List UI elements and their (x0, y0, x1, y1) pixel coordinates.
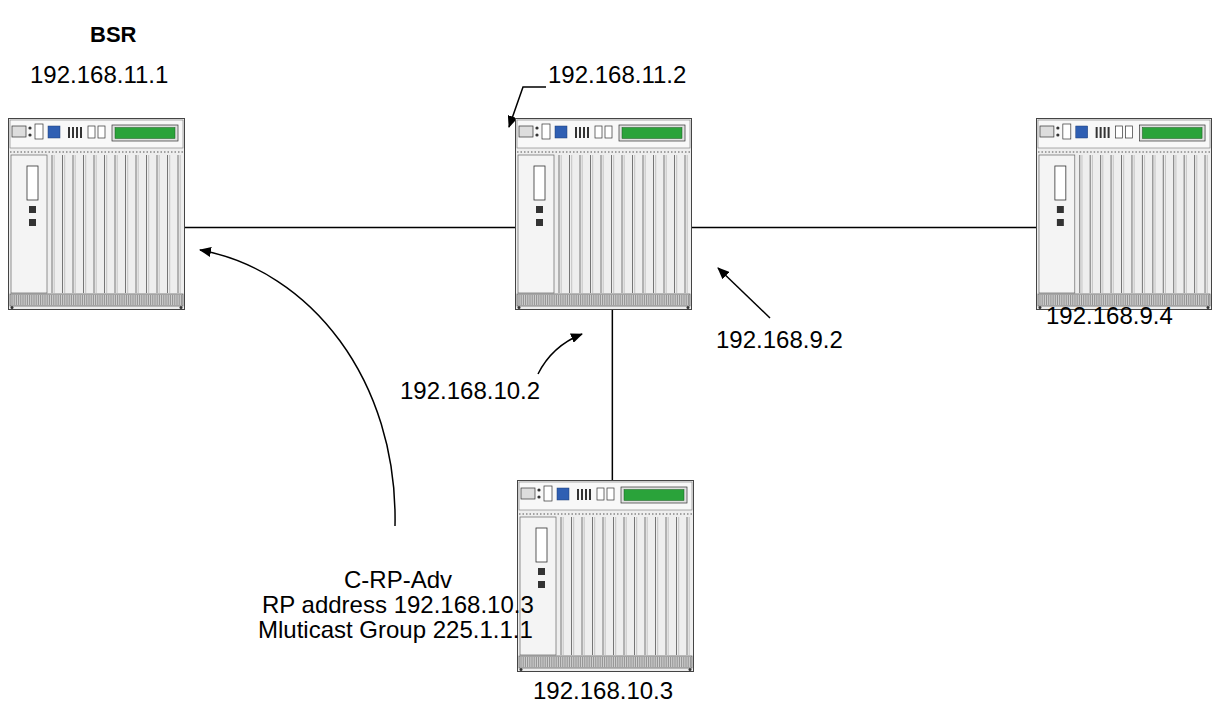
network-link (185, 227, 515, 229)
router-node: 192.168.11.2192.168.10.2192.168.9.2 (515, 118, 692, 310)
router-chassis (517, 480, 694, 672)
ip-address-label: 192.168.11.2 (548, 62, 686, 88)
router-node: 192.168.9.4 (1036, 118, 1212, 310)
router-chassis (8, 118, 185, 310)
message-label: RP address 192.168.10.3 (262, 592, 534, 618)
router-chassis (1036, 118, 1212, 310)
leader-arrow (538, 334, 582, 374)
ip-address-label: 192.168.10.2 (400, 378, 540, 404)
message-arrow (200, 250, 395, 526)
router-node: 192.168.10.3 (517, 480, 694, 672)
ip-address-label: 192.168.10.3 (533, 678, 673, 704)
ip-address-label: 192.168.11.1 (30, 62, 168, 88)
message-label: Mluticast Group 225.1.1.1 (258, 617, 533, 643)
router-chassis (515, 118, 692, 310)
ip-address-label: 192.168.9.2 (716, 327, 843, 353)
network-link (692, 227, 1036, 229)
message-label: C-RP-Adv (344, 567, 452, 593)
router-node: BSR192.168.11.1 (8, 118, 185, 310)
leader-arrow (718, 268, 770, 318)
role-label: BSR (90, 22, 136, 48)
ip-address-label: 192.168.9.4 (1046, 303, 1173, 329)
network-link (612, 310, 614, 480)
